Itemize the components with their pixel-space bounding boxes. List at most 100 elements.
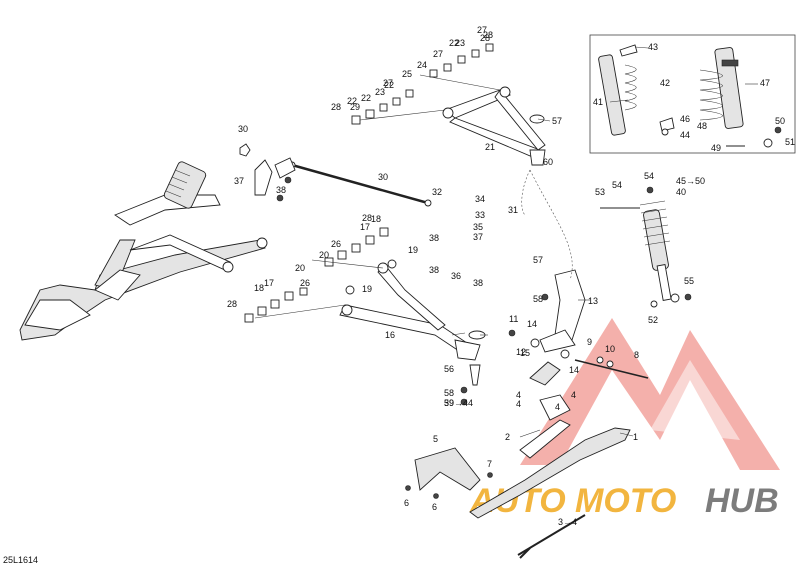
right-shock-assembly	[600, 186, 692, 308]
callout-label: 45→50	[676, 176, 705, 186]
callout-label: 4	[516, 390, 521, 400]
callout-label: 20	[319, 250, 329, 260]
callout-label: 4	[555, 402, 560, 412]
callout-label: 38	[429, 233, 439, 243]
callout-label: 22	[347, 96, 357, 106]
callout-label: 32	[432, 187, 442, 197]
callout-label: 28	[227, 299, 237, 309]
callout-label: 35	[473, 222, 483, 232]
callout-label: 57	[552, 116, 562, 126]
callout-label: 22	[384, 80, 394, 90]
callout-label: 27	[383, 78, 393, 88]
callout-label: 19	[362, 284, 372, 294]
callout-label: 27	[433, 49, 443, 59]
callout-label: 26	[300, 278, 310, 288]
callout-label: 15	[520, 348, 530, 358]
callout-label: 19	[408, 245, 418, 255]
callout-label: 48	[697, 121, 707, 131]
callout-label: 38	[429, 265, 439, 275]
callout-label: 20	[295, 263, 305, 273]
callout-label: 37	[473, 232, 483, 242]
callout-label: 8	[634, 350, 639, 360]
lower-a-arm-group	[244, 227, 486, 406]
callout-label: 6	[432, 502, 437, 512]
callout-label: 38	[276, 185, 286, 195]
callout-label: 27	[477, 25, 487, 35]
callout-label: 28	[480, 33, 490, 43]
callout-label: 39→44	[444, 398, 473, 408]
callout-label: 50	[775, 116, 785, 126]
watermark-text-3: HUB	[705, 482, 779, 520]
callout-label: 18	[371, 214, 381, 224]
callout-label: 30	[238, 124, 248, 134]
callout-label: 43	[648, 42, 658, 52]
callout-label: 14	[527, 319, 537, 329]
callout-label: 26	[331, 239, 341, 249]
callout-label: 3→4	[558, 517, 577, 527]
callout-label: 37	[234, 176, 244, 186]
callout-label: 49	[711, 143, 721, 153]
upper-arm-bushings	[351, 43, 494, 125]
callout-label: 5	[433, 434, 438, 444]
callout-label: 59	[444, 398, 454, 408]
callout-label: 28	[362, 213, 372, 223]
callout-label: 58	[444, 388, 454, 398]
leader-lines	[451, 46, 758, 438]
callout-label: 54	[612, 180, 622, 190]
callout-label: 44	[680, 130, 690, 140]
callout-label: 22	[361, 93, 371, 103]
callout-label: 10	[605, 344, 615, 354]
callout-label: 28	[331, 102, 341, 112]
callout-label: 28	[483, 30, 493, 40]
callout-label: 14	[569, 365, 579, 375]
callout-label: 30	[378, 172, 388, 182]
callout-label: 36	[451, 271, 461, 281]
upper-a-arm-group	[351, 43, 546, 166]
shock-detail-inset	[589, 34, 796, 154]
callout-label: 54	[644, 171, 654, 181]
callout-label: 33	[475, 210, 485, 220]
callout-label: 25	[402, 69, 412, 79]
spindle-group	[508, 169, 649, 386]
callout-label: 7	[487, 459, 492, 469]
callout-label: 17	[360, 222, 370, 232]
callout-label: 58	[533, 294, 543, 304]
callout-label: 31	[508, 205, 518, 215]
lower-arm-bushings	[244, 227, 389, 323]
watermark-text-2: MOTO	[575, 482, 676, 520]
callout-label: 57	[533, 255, 543, 265]
callout-label: 29	[350, 102, 360, 112]
callout-label: 4	[516, 399, 521, 409]
callout-label: 9	[587, 337, 592, 347]
callout-label: 12	[516, 347, 526, 357]
callout-label: 17	[264, 278, 274, 288]
steering-tie-rod-group	[239, 143, 432, 207]
callout-label: 40	[676, 187, 686, 197]
callout-label: 16	[385, 330, 395, 340]
callout-label: 24	[417, 60, 427, 70]
callout-label: 21	[485, 142, 495, 152]
callout-label: 38	[473, 278, 483, 288]
assembled-suspension-view	[19, 161, 268, 341]
ski-handle	[405, 447, 493, 499]
callout-label: 42	[660, 78, 670, 88]
callout-label: 23	[455, 38, 465, 48]
callout-label: 53	[595, 187, 605, 197]
callout-label: 23	[375, 87, 385, 97]
callout-label: 6	[404, 498, 409, 508]
diagram-code: 25L1614	[3, 555, 38, 565]
ski-group	[405, 394, 631, 559]
callout-label: 55	[684, 276, 694, 286]
callout-label: 11	[509, 314, 518, 324]
callout-label: 41	[593, 97, 603, 107]
callout-label: 34	[475, 194, 485, 204]
callout-label: 22	[449, 38, 459, 48]
callout-label: 1	[633, 432, 638, 442]
callout-label: 60	[543, 157, 553, 167]
callout-label: 4	[571, 390, 576, 400]
callout-label: 56	[444, 364, 454, 374]
callout-label: 2	[505, 432, 510, 442]
callout-label: 52	[648, 315, 658, 325]
